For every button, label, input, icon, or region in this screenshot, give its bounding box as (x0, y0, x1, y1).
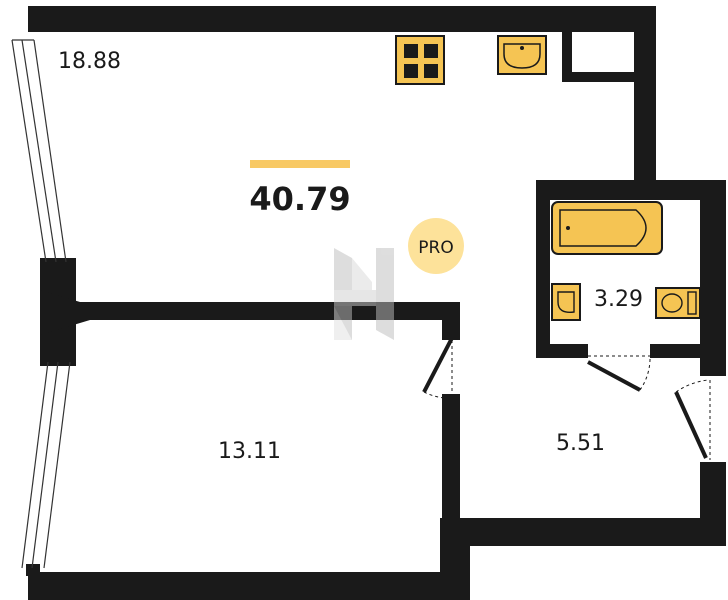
stove-icon (395, 35, 445, 85)
room-area-bathroom: 3.29 (594, 287, 643, 312)
room-area-bedroom: 13.11 (218, 439, 281, 464)
bathroom-door (587, 355, 651, 392)
bathroom-sink-icon (551, 283, 581, 321)
room-area-hallway: 5.51 (556, 431, 605, 456)
accent-bar (250, 160, 350, 168)
left-window-upper (11, 39, 67, 263)
left-window-lower (21, 361, 71, 569)
logo-watermark (334, 248, 394, 340)
walls (26, 6, 726, 600)
pro-badge-text: PRO (418, 238, 453, 258)
bedroom-door (422, 337, 457, 399)
room-area-living-kitchen: 18.88 (58, 49, 121, 74)
toilet-icon (655, 287, 701, 319)
bathtub-icon (551, 201, 663, 255)
total-area: 40.79 (249, 180, 350, 218)
entrance-door (674, 379, 711, 460)
kitchen-sink-icon (497, 35, 547, 75)
pro-badge: PRO (408, 218, 464, 274)
